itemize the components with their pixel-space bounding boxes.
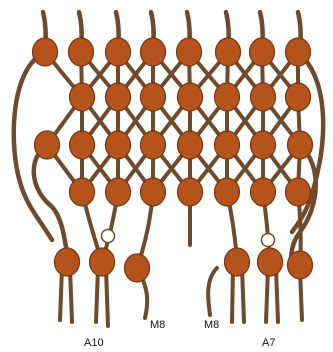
knot-r1-8: [286, 38, 311, 66]
end-cord-6-curl: [208, 268, 217, 315]
lower-knot-3: [125, 254, 150, 282]
knot-r2-3: [141, 83, 166, 111]
knot-r3-1: [35, 131, 60, 159]
end-cord-1: [60, 268, 62, 320]
label-a10: A10: [84, 337, 104, 349]
knot-r4-5: [215, 178, 240, 206]
end-cord-3: [96, 268, 98, 322]
knot-r2-4: [178, 83, 203, 111]
knot-r2-2: [106, 83, 131, 111]
side-loop-left-inner: [34, 145, 68, 260]
labels-layer: A10 M8 M8 A7: [84, 319, 275, 349]
knot-r3-3: [106, 131, 131, 159]
cords-layer: [14, 12, 323, 326]
knot-r1-3: [106, 38, 131, 66]
knot-r3-8: [288, 131, 313, 159]
end-cord-4: [106, 268, 108, 326]
knot-r2-7: [286, 83, 311, 111]
knot-r3-5: [178, 131, 203, 159]
knot-r3-6: [215, 131, 240, 159]
knot-r2-6: [251, 83, 276, 111]
knot-r1-7: [250, 38, 275, 66]
end-cord-10: [276, 268, 278, 322]
lower-knot-5: [258, 248, 283, 276]
knot-r4-7: [286, 178, 311, 206]
label-m8-right: M8: [204, 319, 219, 331]
knot-r3-2: [70, 131, 95, 159]
knot-r1-1: [33, 38, 58, 66]
lower-knot-4: [225, 248, 250, 276]
end-cord-8: [242, 268, 244, 322]
lower-knot-2: [90, 248, 115, 276]
knot-r4-4: [178, 178, 203, 206]
knot-r1-5: [177, 38, 202, 66]
knot-r1-2: [69, 38, 94, 66]
knot-r4-2: [106, 178, 131, 206]
label-a7: A7: [262, 337, 275, 349]
knot-r4-3: [141, 178, 166, 206]
bead-right: [262, 234, 275, 247]
knot-r4-1: [70, 178, 95, 206]
knot-r3-7: [251, 131, 276, 159]
knot-r1-6: [216, 38, 241, 66]
knot-r1-4: [141, 38, 166, 66]
lower-knot-1: [55, 248, 80, 276]
knot-r3-4: [141, 131, 166, 159]
end-cord-7: [232, 268, 233, 322]
bead-left: [102, 230, 115, 243]
lower-knot-6: [288, 251, 313, 279]
label-m8-left: M8: [150, 319, 165, 331]
knot-r2-1: [70, 83, 95, 111]
knot-r4-6: [251, 178, 276, 206]
knot-r2-5: [215, 83, 240, 111]
